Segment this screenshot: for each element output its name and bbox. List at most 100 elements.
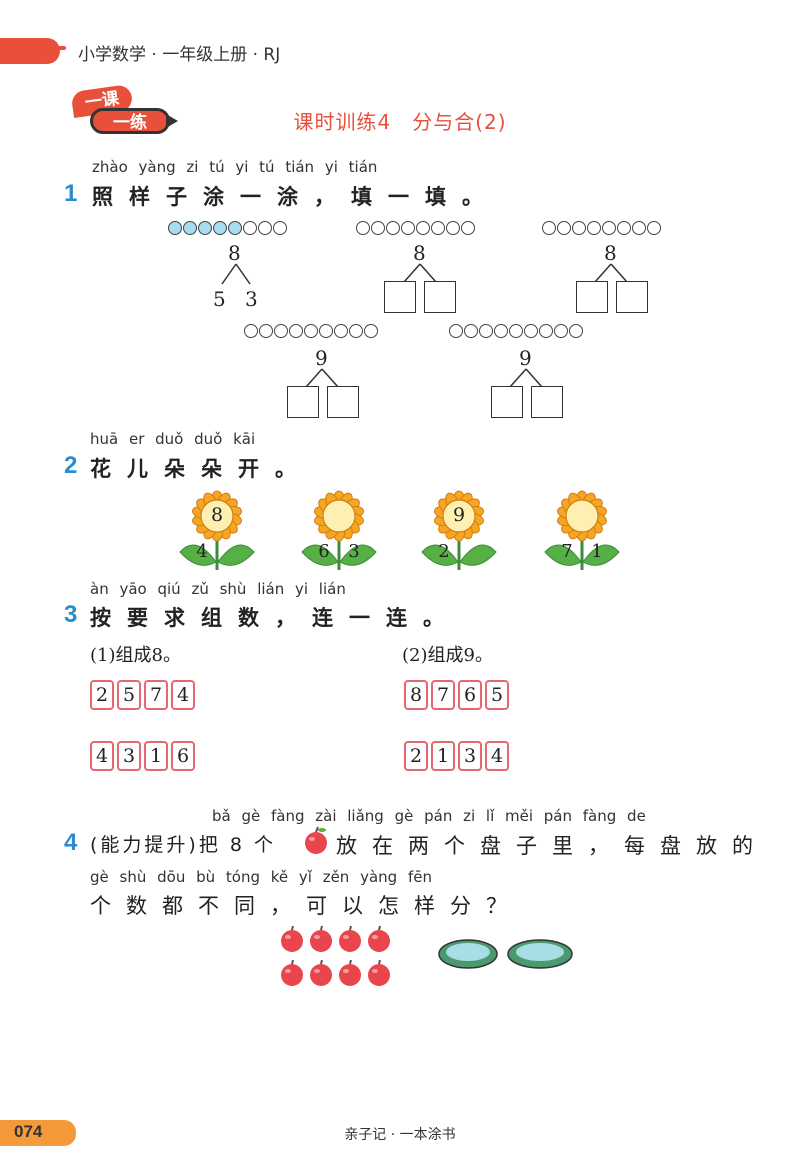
q1-item4-left-box[interactable]	[491, 386, 523, 418]
q1-example-right: 3	[245, 287, 258, 311]
circle-empty[interactable]	[364, 324, 378, 338]
circle-empty[interactable]	[446, 221, 460, 235]
circle-empty[interactable]	[554, 324, 568, 338]
q1-example-circles	[168, 221, 287, 235]
q1-item2-branch	[594, 263, 628, 283]
circle-empty[interactable]	[386, 221, 400, 235]
number-card[interactable]: 2	[404, 741, 428, 771]
circle-empty[interactable]	[416, 221, 430, 235]
q1-item4-branch	[509, 368, 543, 388]
circle-empty[interactable]	[464, 324, 478, 338]
circle-empty[interactable]	[371, 221, 385, 235]
circle-empty[interactable]	[524, 324, 538, 338]
number-card[interactable]: 6	[458, 680, 482, 710]
q1-instruction: 照样子涂一涂，填一填。	[92, 185, 499, 209]
q1-item1-circles[interactable]	[356, 221, 475, 235]
q1-item2-left-box[interactable]	[576, 281, 608, 313]
number-card[interactable]: 2	[90, 680, 114, 710]
plate-icon	[507, 939, 573, 969]
number-card[interactable]: 6	[171, 741, 195, 771]
circle-empty[interactable]	[349, 324, 363, 338]
q4-pinyin-line2: gè shù dōu bù tóng kě yǐ zěn yàng fēn	[90, 868, 432, 886]
flower-left-leaf-number[interactable]: 2	[438, 541, 450, 562]
q1-item3-left-box[interactable]	[287, 386, 319, 418]
badge-bottom-label: 一练	[90, 108, 170, 134]
circle-empty[interactable]	[289, 324, 303, 338]
circle-empty[interactable]	[334, 324, 348, 338]
number-card[interactable]: 7	[431, 680, 455, 710]
circle-empty[interactable]	[569, 324, 583, 338]
q1-item1-left-box[interactable]	[384, 281, 416, 313]
q1-item1-right-box[interactable]	[424, 281, 456, 313]
flower-left-leaf-number[interactable]: 4	[196, 541, 208, 562]
q3-part1-label: (1)组成8。	[90, 645, 181, 666]
number-card[interactable]: 1	[431, 741, 455, 771]
circle-empty[interactable]	[461, 221, 475, 235]
circle-empty[interactable]	[431, 221, 445, 235]
q1-item3-right-box[interactable]	[327, 386, 359, 418]
circle-empty[interactable]	[274, 324, 288, 338]
circle-empty[interactable]	[259, 324, 273, 338]
page-number-tab	[0, 1120, 76, 1146]
circle-empty	[243, 221, 257, 235]
circle-empty[interactable]	[479, 324, 493, 338]
circle-empty[interactable]	[542, 221, 556, 235]
circle-empty[interactable]	[319, 324, 333, 338]
flower-right-leaf-number[interactable]: 3	[348, 541, 360, 562]
flower-left-leaf-number[interactable]: 6	[318, 541, 330, 562]
circle-filled	[183, 221, 197, 235]
apple-icon	[339, 959, 361, 986]
q1-example-branch	[221, 263, 251, 285]
number-card[interactable]: 7	[144, 680, 168, 710]
apple-icon	[339, 925, 361, 952]
circle-empty[interactable]	[401, 221, 415, 235]
circle-empty[interactable]	[244, 324, 258, 338]
circle-empty[interactable]	[602, 221, 616, 235]
apple-icon	[281, 925, 303, 952]
apple-icon	[368, 959, 390, 986]
q1-item2-circles[interactable]	[542, 221, 661, 235]
circle-empty	[273, 221, 287, 235]
apple-icon	[305, 826, 327, 854]
q1-pinyin: zhào yàng zi tú yi tú tián yi tián	[92, 158, 378, 176]
number-card[interactable]: 4	[171, 680, 195, 710]
circle-empty[interactable]	[587, 221, 601, 235]
circle-empty[interactable]	[494, 324, 508, 338]
q1-item4-right-box[interactable]	[531, 386, 563, 418]
q3-pinyin: àn yāo qiú zǔ shù lián yi lián	[90, 580, 346, 598]
q2-pinyin: huā er duǒ duǒ kāi	[90, 430, 256, 448]
number-card[interactable]: 3	[117, 741, 141, 771]
number-card[interactable]: 5	[485, 680, 509, 710]
circle-empty[interactable]	[509, 324, 523, 338]
circle-empty[interactable]	[557, 221, 571, 235]
number-card[interactable]: 5	[117, 680, 141, 710]
number-card[interactable]: 3	[458, 741, 482, 771]
number-card[interactable]: 4	[485, 741, 509, 771]
q1-item4-circles[interactable]	[449, 324, 583, 338]
book-title: 小学数学 · 一年级上册 · RJ	[78, 45, 281, 65]
circle-empty[interactable]	[449, 324, 463, 338]
number-card[interactable]: 4	[90, 741, 114, 771]
q1-number: 1	[64, 180, 78, 207]
number-card[interactable]: 1	[144, 741, 168, 771]
circle-empty[interactable]	[539, 324, 553, 338]
circle-empty[interactable]	[572, 221, 586, 235]
q1-item2-total: 8	[604, 241, 617, 265]
q1-item4-total: 9	[519, 346, 532, 370]
q1-item3-circles[interactable]	[244, 324, 378, 338]
lesson-title: 课时训练4 分与合(2)	[293, 110, 507, 134]
flower-center-number[interactable]: 8	[210, 504, 224, 526]
circle-empty[interactable]	[632, 221, 646, 235]
circle-empty[interactable]	[304, 324, 318, 338]
number-card[interactable]: 8	[404, 680, 428, 710]
flower-left-leaf-number[interactable]: 7	[561, 541, 573, 562]
q1-item2-right-box[interactable]	[616, 281, 648, 313]
circle-empty[interactable]	[647, 221, 661, 235]
circle-empty[interactable]	[617, 221, 631, 235]
flower-right-leaf-number[interactable]: 1	[591, 541, 603, 562]
flower-center-number[interactable]: 9	[452, 504, 466, 526]
circle-empty[interactable]	[356, 221, 370, 235]
q2-number: 2	[64, 452, 78, 479]
